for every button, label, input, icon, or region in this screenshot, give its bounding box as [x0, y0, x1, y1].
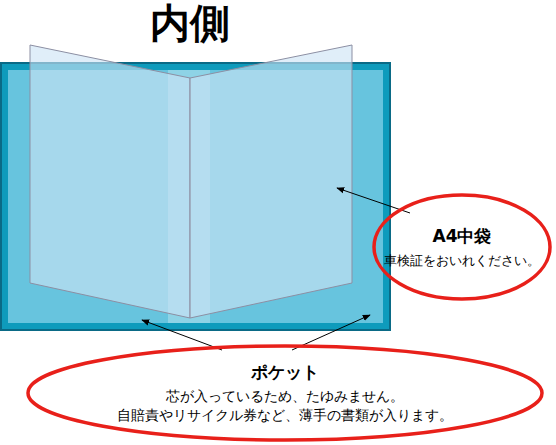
callout-ellipse: A4中袋車検証をおいれください。 [372, 193, 552, 301]
leader-line [142, 320, 222, 350]
left-sheet [30, 45, 190, 318]
red-ellipse [28, 346, 542, 440]
red-ellipse [374, 195, 550, 299]
callout-text: 車検証をおいれください。 [384, 252, 540, 270]
callout-heading: A4中袋 [433, 225, 492, 248]
right-sheet [190, 45, 352, 318]
ellipse-outline [372, 193, 552, 301]
callout-text: 芯が入っているため、たゆみません。 [166, 387, 404, 406]
callout-heading: ポケット [251, 361, 319, 384]
title: 内側 [150, 3, 230, 43]
callout-text: 自賠責やリサイクル券など、薄手の書類が入ります。 [117, 406, 453, 425]
callout-ellipse: ポケット芯が入っているため、たゆみません。自賠責やリサイクル券など、薄手の書類が… [26, 344, 544, 442]
